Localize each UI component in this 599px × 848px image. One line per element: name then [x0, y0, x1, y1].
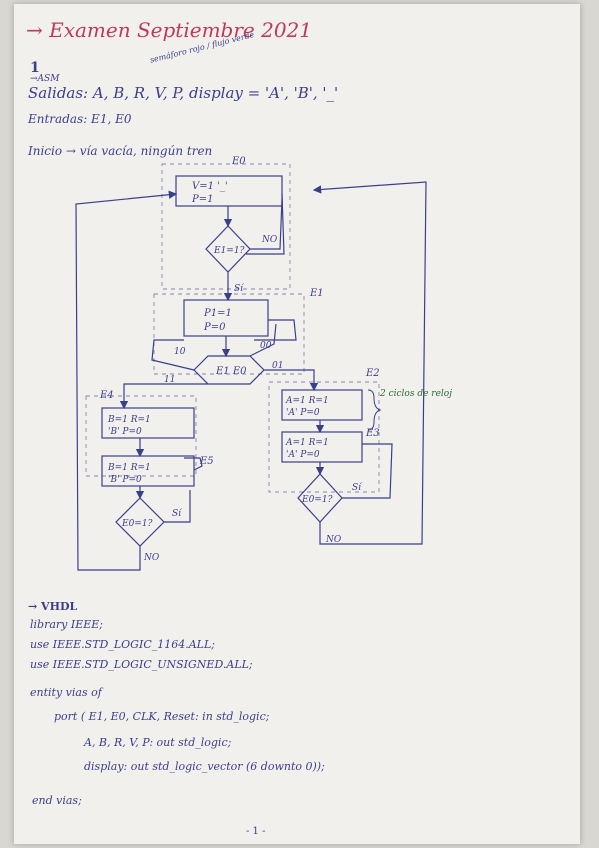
- d1-b01: 01: [272, 361, 283, 371]
- state-e5: [101, 455, 195, 487]
- label-e2: E2: [365, 368, 380, 379]
- label-e5: E5: [199, 456, 214, 467]
- vhdl-heading: → VHDL: [28, 600, 78, 613]
- page-number: - 1 -: [246, 826, 266, 837]
- vhdl-line: A, B, R, V, P: out std_logic;: [84, 736, 232, 749]
- vhdl-line: end vias;: [32, 794, 82, 807]
- vhdl-line: use IEEE.STD_LOGIC_UNSIGNED.ALL;: [30, 658, 253, 671]
- d0-yes: Sí: [234, 283, 244, 294]
- d1-b00: 00: [260, 341, 272, 351]
- clock-note: 2 ciclos de reloj: [379, 389, 452, 399]
- state-e2: [281, 389, 363, 421]
- d0-no: NO: [261, 235, 278, 245]
- d3-no: NO: [325, 535, 342, 545]
- vhdl-line: library IEEE;: [30, 618, 104, 631]
- e0-line2: P=1: [191, 194, 213, 205]
- e5-line2: 'B' P=0: [108, 475, 142, 485]
- asm-diagram: E0 V=1 '_' P=1 E1=1? NO Sí E1 P1=1 P=0 E…: [75, 156, 452, 571]
- section-number: 1: [30, 60, 40, 76]
- d1-b11: 11: [164, 375, 175, 385]
- d2-label: E0=1?: [121, 519, 153, 529]
- label-e0: E0: [231, 156, 246, 167]
- label-e1: E1: [309, 288, 324, 299]
- vhdl-line: display: out std_logic_vector (6 downto …: [84, 760, 325, 773]
- e5-line1: B=1 R=1: [107, 463, 151, 473]
- label-e3: E3: [365, 428, 380, 439]
- state-e3: [281, 431, 363, 463]
- vhdl-line: entity vias of: [30, 686, 102, 699]
- d0-label: E1=1?: [213, 246, 245, 256]
- page-title: → Examen Septiembre 2021: [26, 18, 312, 42]
- d3-label: E0=1?: [301, 495, 333, 505]
- e2-line2: 'A' P=0: [286, 408, 320, 418]
- vhdl-line: port ( E1, E0, CLK, Reset: in std_logic;: [54, 710, 270, 723]
- d2-yes: Sí: [172, 508, 182, 519]
- e2-line1: A=1 R=1: [285, 396, 329, 406]
- section-arrow: →ASM: [30, 74, 60, 84]
- e0-line1: V=1 '_': [192, 181, 228, 192]
- inputs-line: Entradas: E1, E0: [28, 112, 132, 126]
- e4-line2: 'B' P=0: [108, 427, 142, 437]
- outputs-line: Salidas: A, B, R, V, P, display = 'A', '…: [28, 84, 339, 102]
- e3-line2: 'A' P=0: [286, 450, 320, 460]
- notebook-page: → Examen Septiembre 2021 1 →ASM semáforo…: [14, 4, 580, 844]
- d1-label: E1 E0: [215, 366, 247, 377]
- d3-yes: Sí: [352, 482, 362, 493]
- vhdl-line: use IEEE.STD_LOGIC_1164.ALL;: [30, 638, 215, 651]
- init-line: Inicio → vía vacía, ningún tren: [28, 144, 213, 158]
- e1-line2: P=0: [203, 322, 226, 333]
- d2-no: NO: [143, 553, 160, 563]
- e4-line1: B=1 R=1: [107, 415, 151, 425]
- e3-line1: A=1 R=1: [285, 438, 329, 448]
- label-e4: E4: [99, 390, 114, 401]
- e1-line1: P1=1: [203, 308, 232, 319]
- state-e4: [101, 407, 195, 439]
- d1-b10: 10: [174, 347, 186, 357]
